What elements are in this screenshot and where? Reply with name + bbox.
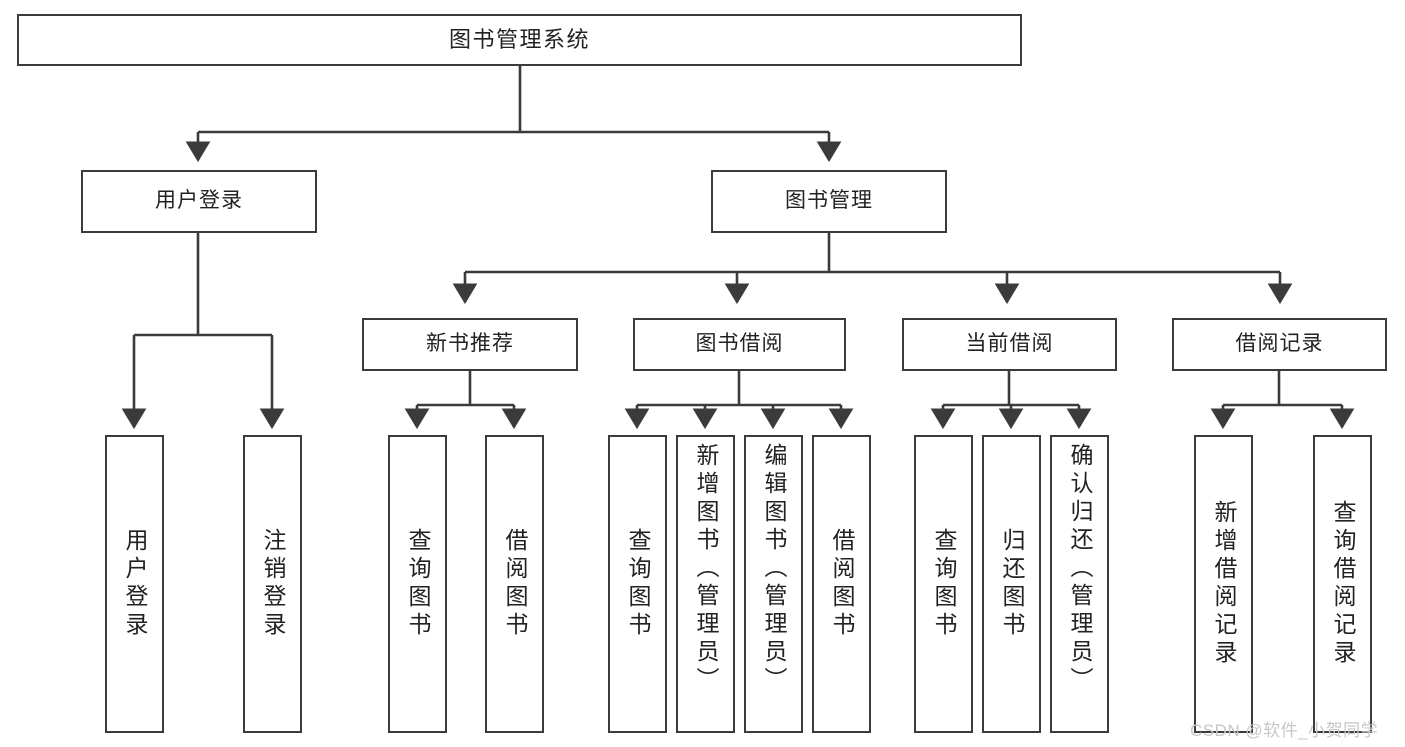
leaf-add-book-admin[interactable]: 新增图书（管理员） [676, 435, 735, 733]
node-book-management[interactable]: 图书管理 [711, 170, 947, 233]
leaf-edit-book-admin[interactable]: 编辑图书（管理员） [744, 435, 803, 733]
node-label: 借阅图书 [502, 528, 528, 640]
node-label: 新书推荐 [426, 332, 514, 356]
node-label: 图书管理系统 [448, 27, 590, 53]
node-label: 当前借阅 [965, 332, 1054, 356]
leaf-return-book[interactable]: 归还图书 [982, 435, 1041, 733]
node-label: 用户登录 [122, 528, 148, 640]
leaf-query-borrow-record[interactable]: 查询借阅记录 [1313, 435, 1372, 733]
leaf-borrow-book-borrow[interactable]: 借阅图书 [812, 435, 871, 733]
node-label: 查询图书 [405, 528, 431, 640]
leaf-query-book-recommend[interactable]: 查询图书 [388, 435, 447, 733]
csdn-watermark: CSDN @软件_小贺同学 [1190, 721, 1379, 740]
node-label: 注销登录 [260, 528, 286, 640]
leaf-query-book-current[interactable]: 查询图书 [914, 435, 973, 733]
leaf-add-borrow-record[interactable]: 新增借阅记录 [1194, 435, 1253, 733]
node-label: 查询图书 [931, 528, 957, 640]
leaf-borrow-book-recommend[interactable]: 借阅图书 [485, 435, 544, 733]
node-book-borrow[interactable]: 图书借阅 [633, 318, 846, 371]
node-user-login[interactable]: 用户登录 [81, 170, 317, 233]
node-borrow-record[interactable]: 借阅记录 [1172, 318, 1387, 371]
node-label: 借阅记录 [1235, 332, 1324, 356]
node-new-book-recommend[interactable]: 新书推荐 [362, 318, 578, 371]
node-label: 查询图书 [625, 528, 651, 640]
node-label: 图书管理 [785, 189, 873, 213]
leaf-query-book-borrow[interactable]: 查询图书 [608, 435, 667, 733]
node-label: 编辑图书（管理员） [761, 443, 787, 695]
node-label: 新增借阅记录 [1211, 500, 1237, 668]
node-label: 新增图书（管理员） [693, 443, 719, 695]
node-label: 借阅图书 [829, 528, 855, 640]
node-label: 查询借阅记录 [1330, 500, 1356, 668]
node-label: 用户登录 [155, 189, 243, 213]
node-root-book-management-system[interactable]: 图书管理系统 [17, 14, 1022, 66]
node-label: 图书借阅 [695, 332, 784, 356]
leaf-user-login[interactable]: 用户登录 [105, 435, 164, 733]
leaf-logout-login[interactable]: 注销登录 [243, 435, 302, 733]
leaf-confirm-return-admin[interactable]: 确认归还（管理员） [1050, 435, 1109, 733]
node-label: 归还图书 [999, 528, 1025, 640]
node-current-borrow[interactable]: 当前借阅 [902, 318, 1117, 371]
node-label: 确认归还（管理员） [1067, 443, 1093, 695]
